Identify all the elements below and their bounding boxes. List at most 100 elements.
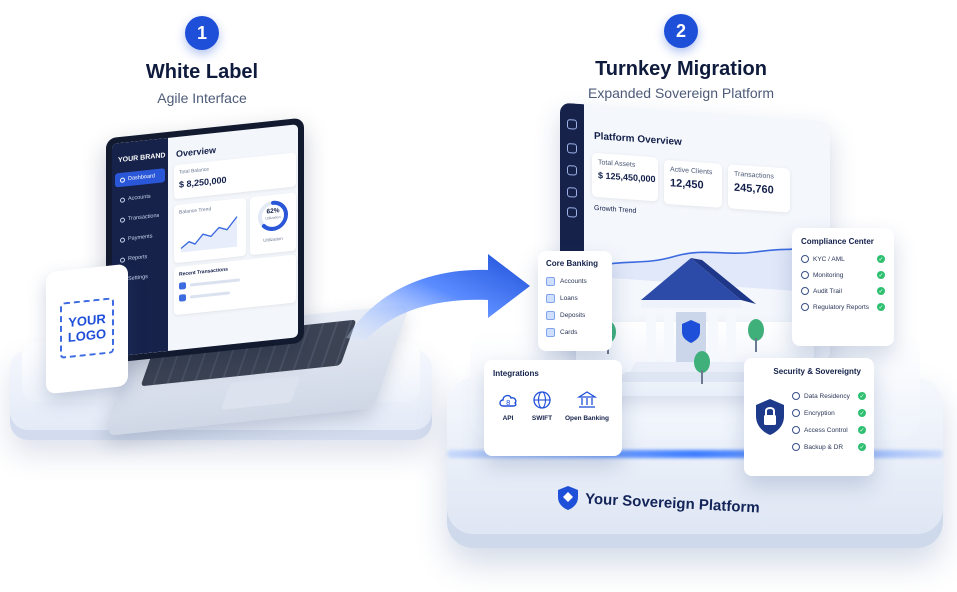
metric-label: Active Clients	[670, 166, 713, 177]
compliance-item-reports[interactable]: Regulatory Reports✓	[801, 303, 885, 311]
metric-value: 245,760	[734, 181, 774, 197]
utilization-gauge-ring	[258, 200, 288, 231]
integration-api[interactable]: 8 API	[497, 390, 519, 422]
open-banking-icon	[576, 391, 597, 408]
check-icon: ✓	[877, 303, 885, 311]
step-1-subtitle: Agile Interface	[157, 90, 247, 106]
docs-icon	[567, 165, 577, 176]
core-banking-item-cards[interactable]: Cards	[546, 328, 604, 337]
compliance-center-panel: Compliance Center KYC / AML✓ Monitoring✓…	[792, 228, 894, 346]
payments-icon	[120, 236, 125, 243]
step-1-badge: 1	[185, 16, 219, 50]
home-icon	[567, 119, 577, 130]
check-icon: ✓	[877, 287, 885, 295]
audit-icon	[801, 287, 809, 295]
transactions-icon	[120, 216, 125, 223]
tree-icon	[694, 351, 710, 384]
integration-open-banking-label: Open Banking	[564, 415, 609, 422]
sovereign-shield-icon	[558, 486, 578, 510]
compliance-item-audit[interactable]: Audit Trail✓	[801, 287, 885, 295]
metric-transactions: Transactions 245,760	[728, 164, 790, 213]
check-icon: ✓	[858, 409, 866, 417]
report-icon	[801, 303, 809, 311]
logo-line-2: LOGO	[67, 325, 107, 346]
check-icon: ✓	[877, 255, 885, 263]
compliance-item-kyc[interactable]: KYC / AML✓	[801, 255, 885, 263]
integration-open-banking[interactable]: Open Banking	[565, 390, 609, 422]
metric-total-assets: Total Assets $ 125,450,000	[592, 152, 658, 202]
laptop-main: Overview Total Balance $ 8,250,000 Balan…	[172, 131, 296, 347]
step-2-subtitle: Expanded Sovereign Platform	[588, 85, 774, 101]
globe-icon	[533, 391, 551, 409]
integrations-title: Integrations	[493, 369, 539, 378]
pedestal-glow	[447, 450, 943, 458]
cards-icon	[546, 328, 555, 337]
utilization-card: 62% Utilization Utilization	[250, 192, 296, 256]
utilization-caption: Utilization	[263, 235, 283, 243]
laptop-nav-accounts[interactable]: Accounts	[115, 188, 165, 207]
shield-lock-icon	[756, 399, 784, 435]
compliance-item-monitoring[interactable]: Monitoring✓	[801, 271, 885, 279]
platform-overview-title: Platform Overview	[594, 130, 682, 149]
bank-icon	[567, 187, 577, 198]
migration-arrow-icon	[346, 254, 530, 340]
check-icon: ✓	[877, 271, 885, 279]
security-item-encryption[interactable]: Encryption✓	[792, 409, 866, 417]
integration-api-label: API	[502, 415, 514, 422]
location-icon	[792, 392, 800, 400]
laptop-nav-dashboard[interactable]: Dashboard	[115, 168, 165, 188]
backup-icon	[792, 443, 800, 451]
svg-text:8: 8	[506, 399, 510, 407]
security-item-data-residency[interactable]: Data Residency✓	[792, 392, 866, 400]
metric-label: Transactions	[734, 170, 774, 181]
loans-icon	[546, 294, 555, 303]
check-icon: ✓	[858, 426, 866, 434]
step-1-title: White Label	[145, 61, 259, 83]
integrations-panel: Integrations 8 API SWIFT Open Banking	[484, 360, 622, 456]
security-item-access-control[interactable]: Access Control✓	[792, 426, 866, 434]
reports-icon	[120, 256, 125, 263]
dashboard-icon	[120, 176, 125, 183]
core-banking-item-loans[interactable]: Loans	[546, 294, 604, 303]
laptop-trackpad	[220, 375, 301, 410]
transaction-icon	[179, 281, 186, 290]
laptop-nav-payments[interactable]: Payments	[115, 228, 165, 247]
step-2-title: Turnkey Migration	[595, 58, 767, 80]
total-balance-card: Total Balance $ 8,250,000	[174, 152, 296, 200]
recent-transactions-card: Recent Transactions	[174, 254, 296, 316]
user-lock-icon	[792, 426, 800, 434]
settings-icon	[567, 207, 577, 218]
growth-trend-label: Growth Trend	[594, 204, 637, 215]
core-banking-item-accounts[interactable]: Accounts	[546, 277, 604, 286]
core-banking-item-deposits[interactable]: Deposits	[546, 311, 604, 320]
check-icon: ✓	[858, 443, 866, 451]
check-icon: ✓	[858, 392, 866, 400]
user-check-icon	[801, 255, 809, 263]
laptop-nav-transactions[interactable]: Transactions	[115, 208, 165, 227]
accounts-icon	[546, 277, 555, 286]
accounts-icon	[120, 196, 125, 203]
metric-label: Total Assets	[598, 159, 636, 169]
key-icon	[792, 409, 800, 417]
tree-icon	[748, 319, 764, 352]
compliance-title: Compliance Center	[801, 237, 874, 246]
bank-building-icon	[611, 258, 771, 382]
transaction-placeholder	[190, 291, 230, 299]
laptop-screen: YOUR BRAND Dashboard Accounts Transactio…	[106, 117, 304, 364]
integration-swift[interactable]: SWIFT	[532, 390, 552, 422]
metric-value: $ 125,450,000	[598, 170, 656, 185]
deposits-icon	[546, 311, 555, 320]
laptop-display: YOUR BRAND Dashboard Accounts Transactio…	[112, 124, 298, 357]
transaction-placeholder	[190, 278, 240, 287]
metric-active-clients: Active Clients 12,450	[664, 159, 722, 208]
transaction-icon	[179, 293, 186, 302]
metric-value: 12,450	[670, 177, 704, 192]
security-sovereignty-panel: Security & Sovereignty Data Residency✓ E…	[744, 358, 874, 476]
integration-swift-label: SWIFT	[531, 415, 553, 422]
laptop-brand: YOUR BRAND	[118, 152, 166, 165]
monitor-icon	[801, 271, 809, 279]
security-item-backup[interactable]: Backup & DR✓	[792, 443, 866, 451]
utilization-gauge: 62% Utilization	[256, 197, 290, 235]
